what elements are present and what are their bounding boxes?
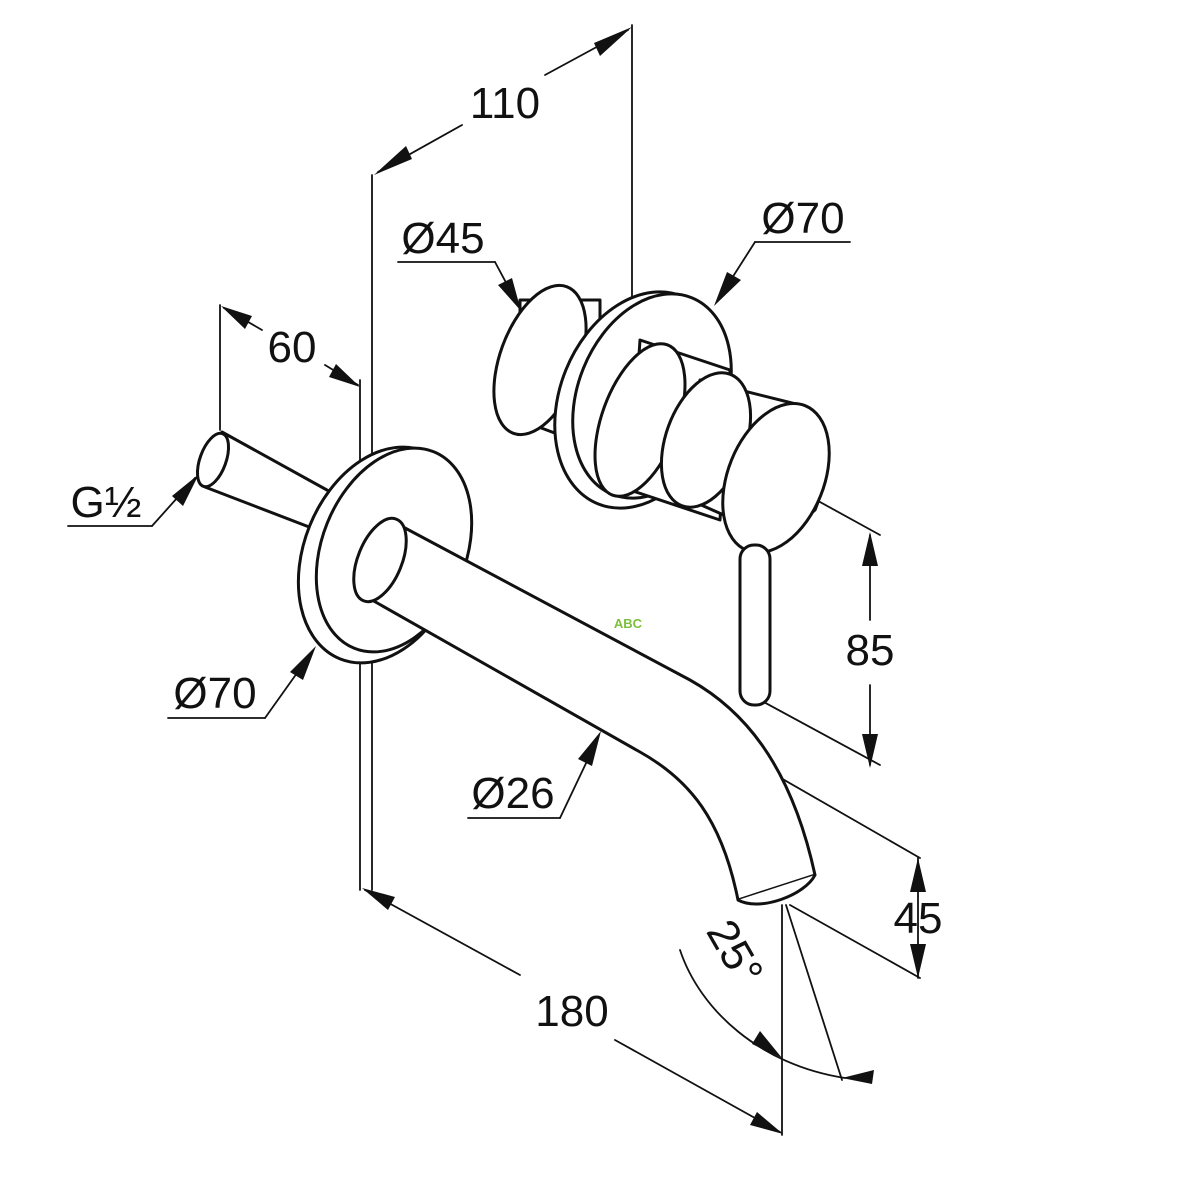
label-d26: Ø26: [471, 769, 554, 818]
leader-d70-spout-arrow: [290, 646, 316, 680]
label-180: 180: [535, 987, 608, 1036]
dim-85-arrow-top: [862, 532, 878, 566]
dimension-labels: 110 Ø45 Ø70 60 G½ Ø70 Ø26 180 85 45 25° …: [71, 79, 943, 1036]
dim-60-arrow-left: [221, 306, 252, 329]
dim-45-arrow-top: [910, 858, 926, 892]
spout-outlet-extension-line: [789, 904, 921, 979]
dim-180-line-right: [614, 1039, 781, 1133]
dim-180-arrow-right: [750, 1112, 783, 1134]
dim-angle-arrow-right: [842, 1070, 874, 1084]
dim-angle-arrow-left: [752, 1031, 782, 1058]
label-45: 45: [894, 894, 943, 943]
dim-110-arrow-left: [374, 146, 412, 175]
dim-60-arrow-right: [329, 364, 360, 387]
label-d70-spout: Ø70: [173, 669, 256, 718]
leader-d70-mixer-arrow: [714, 272, 741, 306]
watermark: ABC: [614, 616, 643, 631]
label-85: 85: [846, 626, 895, 675]
dimension-lines: [67, 27, 926, 1134]
dim-110-arrow-right: [594, 27, 632, 56]
dim-45-arrow-bottom: [910, 944, 926, 978]
spout-inlet-end: [352, 516, 408, 604]
label-d45: Ø45: [401, 214, 484, 263]
leader-g12-arrow: [172, 474, 199, 506]
mixer-lever: [738, 543, 772, 707]
spout: [352, 516, 817, 906]
outlet-angle-extension-line: [785, 904, 843, 1081]
label-d70-mixer: Ø70: [761, 194, 844, 243]
spout-outlet: [737, 874, 817, 906]
mixer-body: [492, 283, 831, 707]
label-60: 60: [268, 323, 317, 372]
label-angle: 25°: [697, 912, 773, 994]
leader-d45-arrow: [498, 278, 521, 311]
label-110: 110: [470, 79, 540, 128]
lever-bottom-extension-line: [759, 699, 881, 766]
dim-180-arrow-left: [362, 888, 395, 910]
inlet-pipe: [195, 430, 347, 537]
dim-85-arrow-bottom: [862, 734, 878, 768]
label-g12: G½: [71, 478, 142, 527]
inlet-pipe-end: [195, 431, 231, 489]
leader-d26-arrow: [578, 731, 601, 766]
dim-angle-arc: [679, 949, 846, 1079]
